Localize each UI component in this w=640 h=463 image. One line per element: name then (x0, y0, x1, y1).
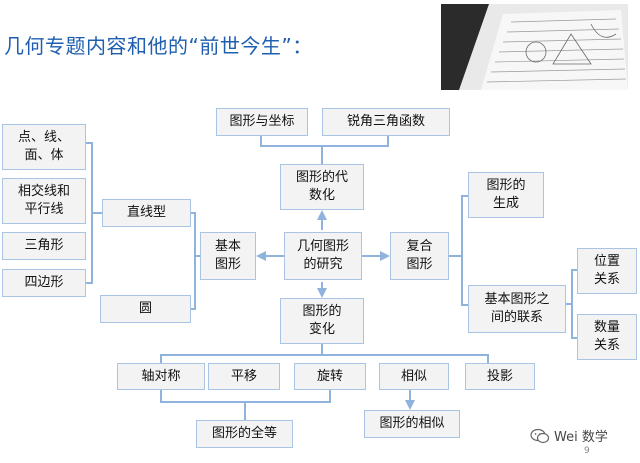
node-zhixianxing: 直线型 (102, 199, 191, 227)
node-yuan: 圆 (100, 295, 191, 323)
node-tuxing-daishuhua: 图形的代 数化 (280, 164, 364, 210)
node-sibianxing: 四边形 (2, 269, 86, 297)
node-shuliang-guanxi: 数量 关系 (577, 314, 637, 360)
node-jihe-tuxing-yanjiu: 几何图形 的研究 (284, 232, 362, 280)
node-jiben-tuxing: 基本 图形 (200, 232, 256, 280)
wechat-icon (530, 428, 550, 443)
page-number: 9 (584, 446, 590, 456)
node-tuxing-bianhua: 图形的 变化 (280, 298, 364, 344)
node-zhouduichen: 轴对称 (117, 363, 205, 390)
node-pingyi: 平移 (208, 363, 280, 390)
node-xiangjiaoxian: 相交线和 平行线 (2, 178, 86, 224)
node-xiangsi: 相似 (379, 363, 449, 390)
node-touying: 投影 (465, 363, 535, 390)
wechat-watermark: Wei 数学 (530, 426, 608, 445)
node-ruijiao-sanjiao-hanshu: 锐角三角函数 (322, 108, 450, 136)
node-weizhi-guanxi: 位置 关系 (577, 248, 637, 294)
node-fuhe-tuxing: 复合 图形 (390, 232, 449, 280)
math-notebook-photo (441, 4, 628, 90)
node-tuxing-quandeng: 图形的全等 (196, 420, 293, 448)
node-tuxing-xiangsi: 图形的相似 (364, 410, 460, 438)
node-sanjiaoxing: 三角形 (2, 232, 86, 260)
page-title: 几何专题内容和他的“前世今生”： (4, 34, 313, 58)
node-jiben-tuxing-lianxi: 基本图形之 间的联系 (468, 285, 566, 333)
node-tuxing-shengcheng: 图形的 生成 (468, 172, 544, 218)
node-dian-xian-mian-ti: 点、线、 面、体 (2, 124, 86, 170)
node-xuanzhuan: 旋转 (294, 363, 366, 390)
watermark-text: Wei 数学 (554, 430, 608, 445)
node-tuxing-zuobiao: 图形与坐标 (216, 108, 308, 136)
